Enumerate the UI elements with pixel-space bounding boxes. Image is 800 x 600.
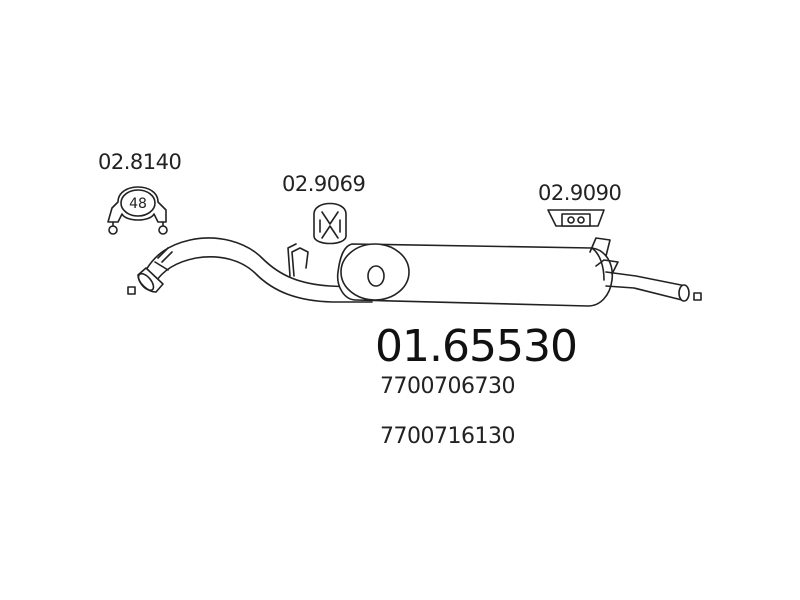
hanger-mount-icon: [547, 209, 605, 227]
rubber-mount-icon: [313, 202, 347, 245]
rubber-mount-part-code: 02.9069: [282, 172, 366, 196]
rear-silencer: [336, 237, 619, 307]
outlet-marker: [693, 292, 702, 301]
oe-number-1: 7700706730: [380, 374, 515, 399]
oe-number-2: 7700716130: [380, 424, 515, 449]
tail-pipe: [605, 271, 690, 302]
front-pipe: [137, 237, 373, 303]
inlet-marker: [127, 286, 136, 295]
hanger-mount-part-code: 02.9090: [538, 181, 622, 205]
clamp-part-code: 02.8140: [98, 150, 182, 174]
exhaust-clamp-icon: 48: [107, 186, 168, 235]
clamp-size-label: 48: [129, 196, 147, 212]
main-part-code: 01.65530: [375, 321, 578, 372]
